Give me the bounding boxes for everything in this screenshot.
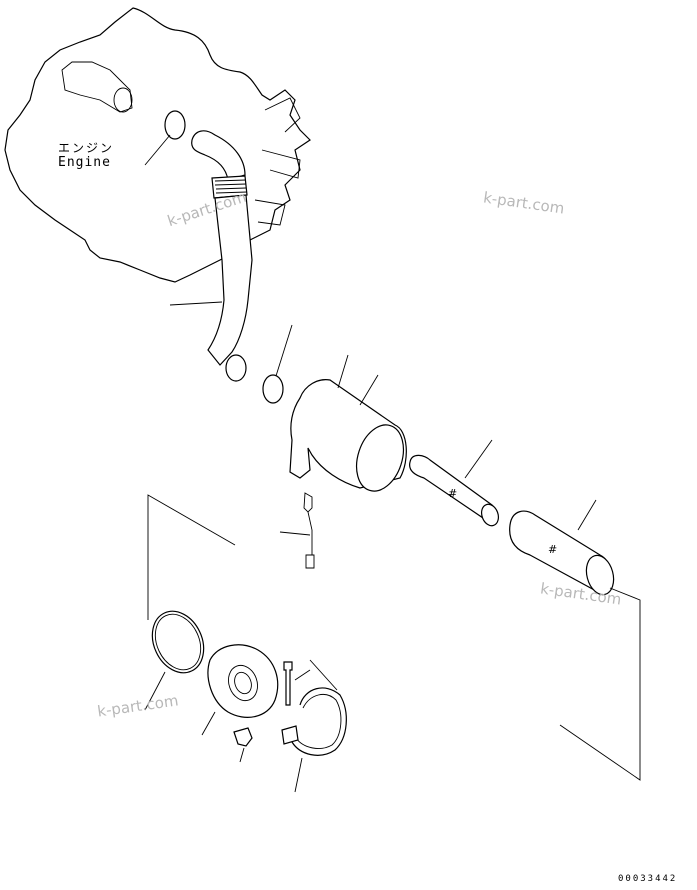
leader-dust-indicator <box>279 531 311 536</box>
o-ring-inner <box>154 613 202 671</box>
cover <box>207 644 279 718</box>
bolt <box>283 661 293 706</box>
band-clamp-inner <box>295 693 342 749</box>
leader-air-cleaner-b <box>359 374 379 406</box>
leader-o-ring <box>144 671 166 711</box>
engine-label-en: Engine <box>58 155 111 170</box>
outer-element-end <box>585 554 615 596</box>
leader-inner-element <box>464 439 493 479</box>
engine-outline <box>4 7 311 283</box>
leader-outer-element <box>577 499 597 531</box>
guide-line-clamp <box>309 659 338 691</box>
leader-band-clamp <box>294 757 303 793</box>
band-clamp-lug <box>281 725 299 745</box>
inner-element-mark: # <box>448 487 457 500</box>
clamp-upper <box>164 110 186 140</box>
dust-indicator <box>303 492 315 569</box>
engine-fan-blades <box>254 97 301 226</box>
leader-air-cleaner-a <box>337 354 349 389</box>
outer-element-mark: # <box>548 543 557 556</box>
o-ring <box>151 610 205 674</box>
engine-outlet-port <box>113 87 133 113</box>
cover-center <box>228 664 258 702</box>
leader-bolt <box>294 669 311 681</box>
leader-cover <box>201 711 216 736</box>
leader-valve <box>239 747 245 763</box>
intake-pipe <box>207 194 253 366</box>
guide-line-left <box>147 494 236 620</box>
inner-element-end <box>480 503 500 527</box>
evacuator-valve <box>233 727 253 747</box>
engine-outlet-detail <box>61 61 133 113</box>
elbow-hose <box>191 130 246 181</box>
cover-center-inner <box>234 671 252 695</box>
leader-intake-pipe <box>169 301 223 306</box>
air-cleaner-mouth <box>355 424 405 492</box>
leader-clamp-lower <box>275 324 293 377</box>
guide-line-right <box>559 587 641 781</box>
drawing-number: 00033442 <box>618 874 678 884</box>
leader-clamp-upper <box>144 134 171 166</box>
band-clamp <box>291 687 347 756</box>
pipe-sleeve <box>225 354 247 382</box>
clamp-lower <box>262 374 284 404</box>
bellows-ribs <box>214 179 248 194</box>
engine-label-jp: エンジン <box>58 141 115 155</box>
